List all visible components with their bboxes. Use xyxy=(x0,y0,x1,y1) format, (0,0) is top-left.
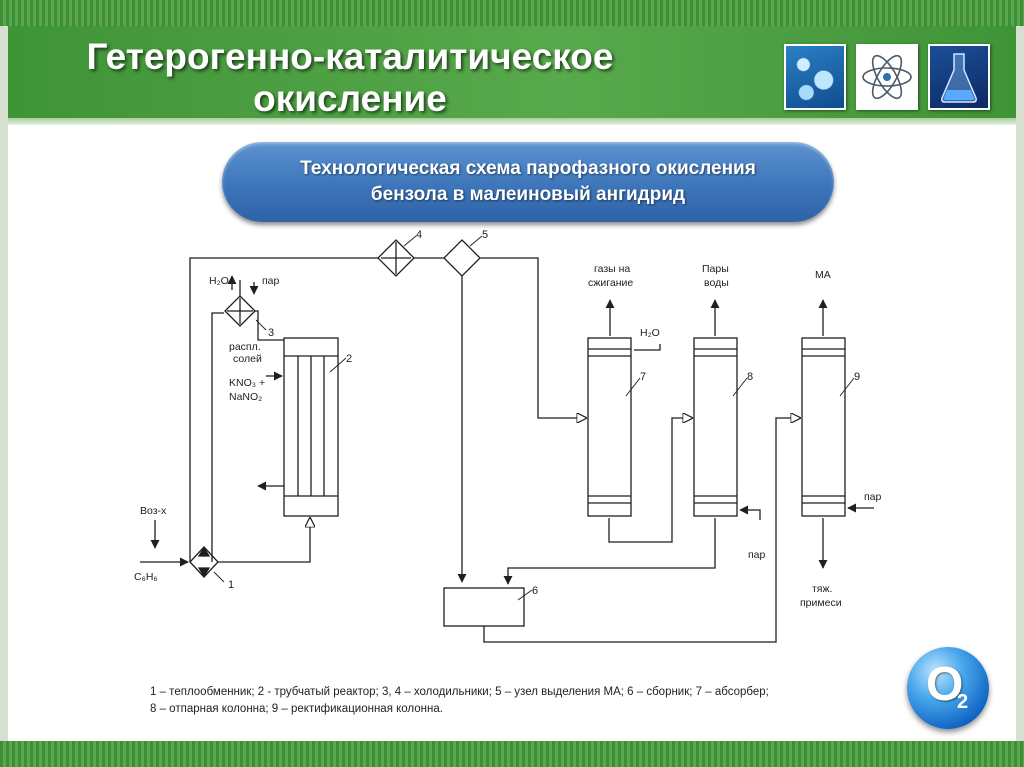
heat-exchanger-1 xyxy=(189,546,219,578)
label-heavy-1: тяж. xyxy=(812,583,832,595)
header-stripes xyxy=(0,0,1024,26)
label-gases-1: газы на xyxy=(594,263,630,275)
absorber-7 xyxy=(587,337,632,517)
label-steam-1: Пары xyxy=(702,263,729,275)
scheme-title-line-1: Технологическая схема парофазного окисле… xyxy=(300,158,756,179)
label-steam-col8: пар xyxy=(748,549,766,561)
number-7: 7 xyxy=(640,371,646,383)
o2-logo-letter: O xyxy=(926,658,964,711)
label-heavy-2: примеси xyxy=(800,597,842,609)
flow-lines xyxy=(140,257,874,643)
label-steam-2: воды xyxy=(704,277,729,289)
slide-title-line-1: Гетерогенно-каталитическое xyxy=(86,36,614,77)
label-molten-1: распл. xyxy=(229,341,261,353)
number-2: 2 xyxy=(346,353,352,365)
label-steam-col9: пар xyxy=(864,491,882,503)
number-9: 9 xyxy=(854,371,860,383)
legend-line-2: 8 – отпарная колонна; 9 – ректификационн… xyxy=(150,703,443,715)
label-ma: МА xyxy=(815,269,831,281)
number-8: 8 xyxy=(747,371,753,383)
legend-line-1: 1 – теплообменник; 2 - трубчатый реактор… xyxy=(150,686,769,698)
header-underline xyxy=(8,118,1016,125)
label-nano2: NaNO₂ xyxy=(229,391,262,403)
number-5: 5 xyxy=(482,229,488,241)
atom-image xyxy=(856,44,918,110)
stripping-column-8 xyxy=(693,337,738,517)
label-air: Воз-х xyxy=(140,505,167,517)
number-4: 4 xyxy=(416,229,422,241)
leader-lines xyxy=(213,235,855,601)
cooler-4 xyxy=(377,239,415,277)
number-1: 1 xyxy=(228,579,234,591)
scheme-title-pill: Технологическая схема парофазного окисле… xyxy=(222,142,834,222)
footer-stripes xyxy=(0,741,1024,767)
label-steam-cooler: пар xyxy=(262,275,280,287)
slide-title-line-2: окисление xyxy=(253,78,447,119)
label-h2o-absorber: H₂O xyxy=(640,327,660,339)
flask-icon xyxy=(941,53,977,103)
label-benzene: C₆H₆ xyxy=(134,571,158,583)
ma-separator-5 xyxy=(443,239,481,277)
slide-title: Гетерогенно-каталитическое окисление xyxy=(40,36,660,120)
rectification-column-9 xyxy=(801,337,846,517)
flask-image xyxy=(928,44,990,110)
tubular-reactor-2 xyxy=(283,337,339,517)
label-kno3: KNO₃ + xyxy=(229,377,265,389)
scheme-title-line-2: бензола в малеиновый ангидрид xyxy=(370,184,686,205)
bubbles-image xyxy=(784,44,846,110)
header-band xyxy=(8,26,1016,118)
cooler-3 xyxy=(224,295,256,327)
label-molten-2: солей xyxy=(233,353,262,365)
atom-icon xyxy=(862,54,912,100)
number-6: 6 xyxy=(532,585,538,597)
label-h2o-cooler: H₂O xyxy=(209,275,229,287)
label-gases-2: сжигание xyxy=(588,277,633,289)
number-3: 3 xyxy=(268,327,274,339)
o2-logo: O 2 xyxy=(907,647,989,729)
collector-6 xyxy=(443,587,525,627)
legend-caption: 1 – теплообменник; 2 - трубчатый реактор… xyxy=(150,684,870,718)
o2-logo-subscript: 2 xyxy=(957,691,969,713)
